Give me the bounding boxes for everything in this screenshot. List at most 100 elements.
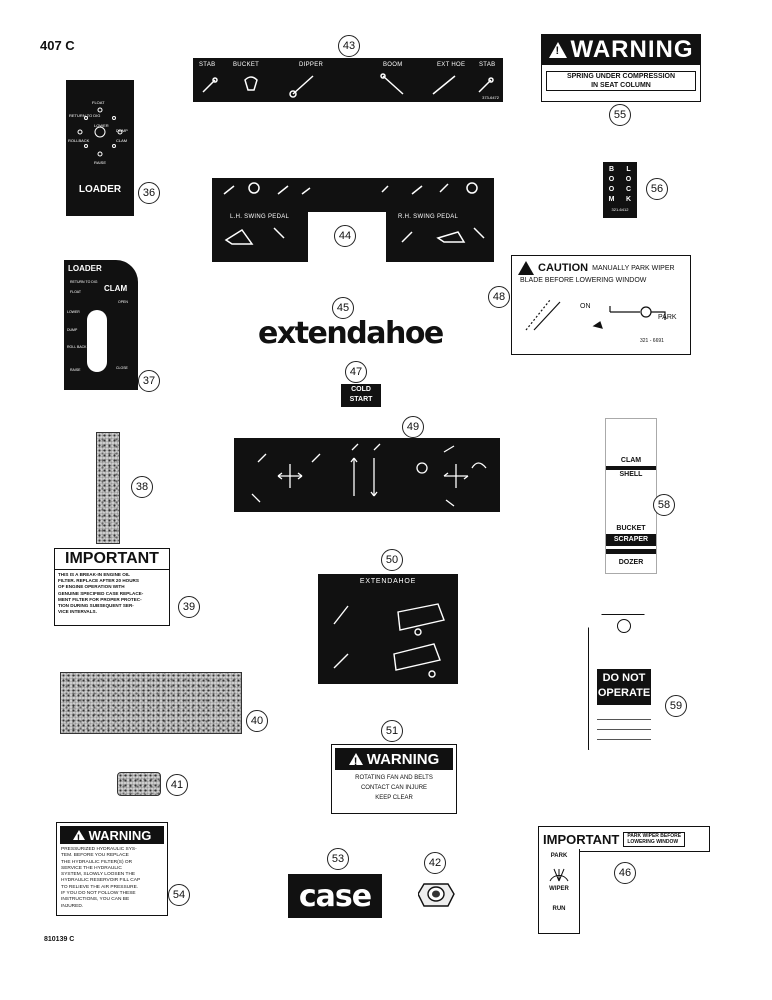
decal-51-header: WARNING: [366, 750, 440, 768]
decal-43-label-stab-right: STAB: [479, 62, 496, 68]
callout-44: 44: [334, 225, 356, 247]
decal-46-box-line-1: PARK WIPER BEFORE: [627, 832, 682, 839]
decal-48-park-label: PARK: [658, 314, 677, 321]
decal-38-reflective-strip: [96, 432, 120, 544]
decal-39-line-7: VICE INTERVALS.: [58, 609, 97, 615]
decal-49-arrows-icon: [251, 443, 487, 507]
decal-36-label-clam: CLAM: [116, 138, 128, 143]
callout-41: 41: [166, 774, 188, 796]
decal-55-line-2: IN SEAT COLUMN: [591, 82, 651, 89]
callout-36: 36: [138, 182, 160, 204]
decal-46-label-park: PARK: [550, 853, 568, 859]
decal-48-header: CAUTION: [538, 262, 589, 274]
decal-56-letter-7: M: [608, 196, 615, 203]
callout-49: 49: [402, 416, 424, 438]
decal-40-reflective-panel: [60, 672, 242, 734]
decal-36-loader-control: FLOAT RETURN TO DIG LOWER ROLLBACK DUMP …: [66, 80, 134, 216]
figure-code: 810139 C: [44, 936, 75, 943]
decal-48-header-rest: MANUALLY PARK WIPER: [592, 264, 675, 272]
decal-48-on-label: ON: [580, 303, 591, 310]
decal-39-line-6: TION DURING SUBSEQUENT SER-: [58, 603, 134, 609]
decal-56-letter-6: C: [625, 186, 632, 193]
tag-hole-icon: [617, 619, 631, 633]
decal-42-line-1: PRESSURIZED HYDRAULIC SYS-: [61, 847, 137, 852]
decal-53-case-text: case: [298, 878, 372, 914]
callout-37: 37: [138, 370, 160, 392]
decal-42-line-4: SERVICE THE HYDRAULIC: [61, 865, 122, 871]
decal-56-boom-lock: B L O O O C M K 321-6412: [603, 162, 637, 218]
hex-nut-icon: [418, 883, 455, 907]
wiper-icon: [549, 868, 569, 882]
decal-56-letter-4: O: [625, 176, 632, 183]
decal-37-label-close: CLOSE: [116, 366, 128, 370]
decal-42-header: WARNING: [88, 827, 152, 843]
callout-42: 54: [168, 884, 190, 906]
decal-44-left-label: L.H. SWING PEDAL: [230, 214, 290, 220]
decal-37-label-rollback: ROLL BACK: [67, 345, 87, 349]
decal-46-important-park-wiper: IMPORTANT PARK WIPER BEFORE LOWERING WIN…: [538, 826, 710, 852]
decal-51-line-3: KEEP CLEAR: [375, 795, 413, 801]
warning-triangle-icon: [72, 830, 85, 845]
decal-42-line-7: TO RELIEVE THE AIR PRESSURE.: [61, 884, 139, 890]
decal-36-label-lower: LOWER: [94, 123, 109, 128]
decal-56-letter-3: O: [608, 176, 615, 183]
decal-39-line-1: THIS IS A BREAK-IN ENGINE OIL: [58, 572, 130, 577]
decal-46-header: IMPORTANT: [543, 831, 620, 847]
decal-43-label-boom: BOOM: [383, 62, 403, 68]
warning-triangle-icon: [548, 42, 567, 58]
decal-44-pedal-icons: [223, 182, 485, 245]
decal-39-line-3: OF ENGINE OPERATION WITH: [58, 584, 125, 590]
decal-43-part-number: 373-6472: [482, 95, 499, 100]
decal-50-extendahoe-pedal: EXTENDAHOE: [318, 574, 458, 684]
warning-triangle-icon: [348, 753, 363, 768]
decal-51-line-2: CONTACT CAN INJURE: [360, 785, 428, 791]
decal-43-label-stab-left: STAB: [199, 62, 216, 68]
decal-50-title: EXTENDAHOE: [359, 578, 417, 585]
decal-49-control-panel: [234, 438, 500, 512]
callout-46: 46: [614, 862, 636, 884]
decal-58-label-shell: SHELL: [619, 471, 643, 478]
decal-42-line-3: THE HYDRAULIC FILTER(S) OR: [61, 859, 133, 865]
callout-45: 45: [332, 297, 354, 319]
decal-51-warning-fan: WARNING ROTATING FAN AND BELTS CONTACT C…: [331, 744, 457, 814]
decal-42-line-8: IF YOU DO NOT FOLLOW THESE: [61, 891, 136, 897]
decal-48-wiper-diagram-icon: [525, 299, 666, 331]
decal-36-label-float: FLOAT: [92, 100, 105, 105]
decal-58-label-bucket: BUCKET: [616, 525, 646, 532]
decal-39-line-2: FILTER. REPLACE AFTER 20 HOURS: [58, 578, 139, 584]
decal-36-label-dump: DUMP: [116, 128, 128, 133]
decal-42-line-10: INJURED.: [61, 903, 84, 909]
decal-56-letter-1: B: [608, 166, 615, 173]
decal-44-right-label: R.H. SWING PEDAL: [398, 214, 459, 220]
callout-55: 55: [609, 104, 631, 126]
decal-43-lever-icons: [202, 73, 494, 98]
decal-42-line-5: SYSTEM, SLOWLY LOOSEN THE: [61, 872, 136, 878]
decal-59-do-not-operate-tag: DO NOT OPERATE: [588, 614, 658, 750]
decal-55-header-text: WARNING: [570, 36, 694, 63]
decal-42-line-9: INSTRUCTIONS, YOU CAN BE: [61, 897, 130, 903]
model-label: 407 C: [40, 38, 75, 53]
decal-45-extendahoe-logo: extendahoe: [258, 316, 444, 351]
decal-53-case-logo: case: [288, 874, 382, 918]
callout-54: 42: [424, 852, 446, 874]
decal-39-important-oil-filter: IMPORTANT THIS IS A BREAK-IN ENGINE OIL …: [54, 548, 170, 626]
decal-58-label-scraper: SCRAPER: [606, 534, 656, 546]
decal-39-line-5: MENT FILTER FOR PROPER PROTEC-: [58, 596, 142, 602]
decal-46-wiper-switch-panel: PARK WIPER RUN: [538, 849, 580, 934]
callout-39: 39: [178, 596, 200, 618]
decal-46-label-run: RUN: [552, 906, 566, 912]
decal-50-pedal-icon: [333, 603, 445, 678]
decal-56-letter-5: O: [608, 186, 615, 193]
decal-55-header: WARNING: [542, 35, 700, 65]
callout-56: 56: [646, 178, 668, 200]
callout-50: 50: [381, 549, 403, 571]
decal-37-title: LOADER: [68, 264, 102, 273]
decal-37-label-dump: DUMP: [67, 328, 78, 332]
decal-56-letter-2: L: [626, 166, 631, 173]
decal-46-box-line-2: LOWERING WINDOW: [627, 839, 679, 845]
decal-48-line-2: BLADE BEFORE LOWERING WINDOW: [520, 277, 647, 284]
callout-58: 58: [653, 494, 675, 516]
decal-48-part-number: 321 - 6691: [640, 338, 664, 344]
decal-36-pattern-icon: [77, 107, 123, 157]
decal-43-label-ext-hoe: EXT HOE: [437, 62, 466, 68]
